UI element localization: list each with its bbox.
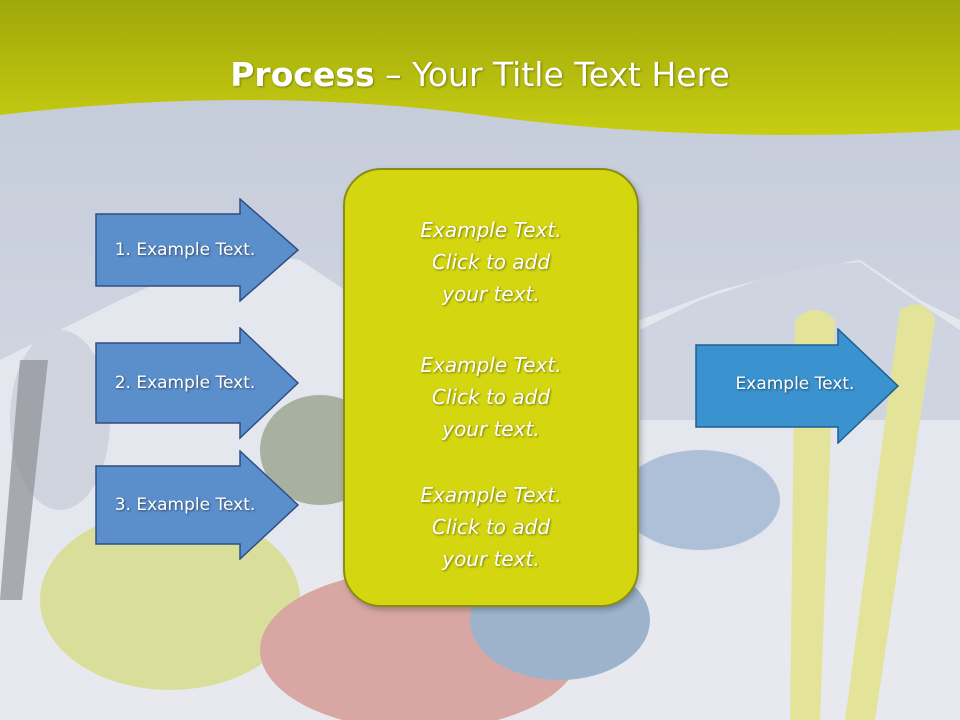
center-paragraph-line: Click to add [431, 385, 551, 409]
output-arrow-label: Example Text. [735, 374, 855, 394]
center-paragraph-line: Click to add [431, 515, 551, 539]
center-paragraph-line: your text. [442, 282, 540, 306]
center-paragraph-line: Example Text. [420, 218, 562, 242]
center-paragraph-line: your text. [442, 547, 540, 571]
center-paragraph-line: Example Text. [420, 483, 562, 507]
step-arrow-3[interactable]: 3. Example Text. [95, 450, 300, 560]
title-rest: – Your Title Text Here [374, 55, 730, 94]
step-arrow-2[interactable]: 2. Example Text. [95, 327, 300, 440]
center-paragraph-line: your text. [442, 417, 540, 441]
step-arrow-2-label: 2. Example Text. [114, 373, 256, 393]
output-arrow[interactable]: Example Text. [695, 328, 900, 444]
center-paragraph-line: Click to add [431, 250, 551, 274]
arrow-right-shape-icon [695, 328, 900, 444]
step-arrow-3-label: 3. Example Text. [114, 495, 256, 515]
arrow-right-shape-icon [95, 198, 300, 302]
center-paragraph-line: Example Text. [420, 353, 562, 377]
slide-title: Process – Your Title Text Here [0, 50, 960, 100]
center-paragraph-1: Example Text. Click to add your text. [345, 214, 637, 310]
step-arrow-1-label: 1. Example Text. [114, 240, 256, 260]
arrow-right-shape-icon [95, 450, 300, 560]
arrow-right-shape-icon [95, 327, 300, 440]
center-paragraph-3: Example Text. Click to add your text. [345, 479, 637, 575]
center-text-box[interactable]: Example Text. Click to add your text. Ex… [343, 168, 639, 607]
center-paragraph-2: Example Text. Click to add your text. [345, 349, 637, 445]
title-bold: Process [230, 55, 375, 94]
step-arrow-1[interactable]: 1. Example Text. [95, 198, 300, 302]
